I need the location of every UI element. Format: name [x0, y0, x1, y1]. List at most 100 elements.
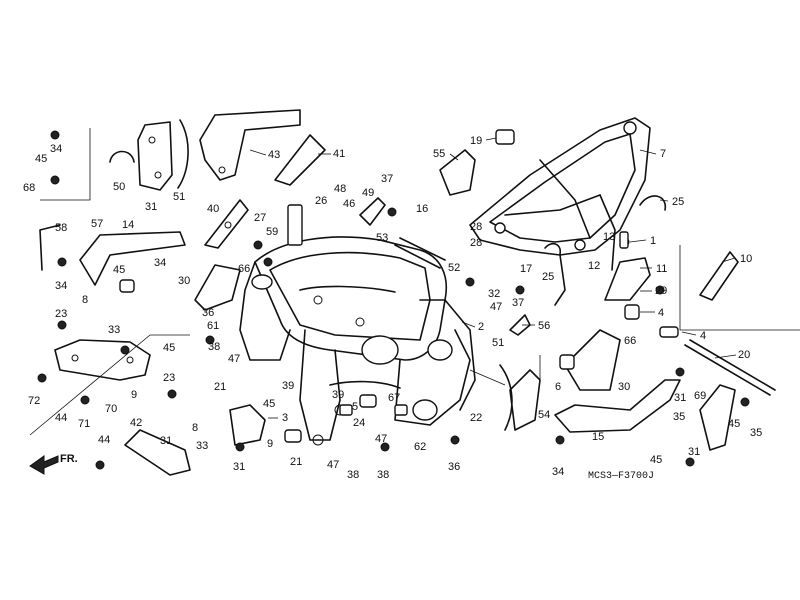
callout-71: 72	[28, 395, 40, 407]
callout-49: 50	[113, 181, 125, 193]
callout-8b: 8	[192, 422, 198, 434]
callout-38a: 39	[282, 380, 294, 392]
callout-21: 22	[470, 412, 482, 424]
callout-35b: 36	[448, 461, 460, 473]
cap-18	[495, 129, 515, 145]
callout-59: 61	[207, 320, 219, 332]
strip-50-mid	[499, 364, 513, 431]
callout-44f: 45	[728, 418, 740, 430]
callout-44b: 45	[113, 264, 125, 276]
callout-24b: 25	[542, 271, 554, 283]
callout-37c: 38	[377, 469, 389, 481]
callout-33a: 34	[50, 143, 62, 155]
callout-37a: 38	[208, 341, 220, 353]
callout-28: 29	[655, 285, 667, 297]
callout-31: 32	[488, 288, 500, 300]
callout-30a: 31	[145, 201, 157, 213]
callout-24a: 25	[672, 196, 684, 208]
front-direction-arrow: FR.	[29, 453, 78, 475]
callout-12: 12	[588, 260, 600, 272]
callout-43b: 44	[98, 434, 110, 446]
callout-45: 46	[343, 198, 355, 210]
callout-44c: 45	[163, 342, 175, 354]
callout-27b: 28	[470, 237, 482, 249]
gusset-40	[274, 134, 326, 186]
callout-30d: 31	[674, 392, 686, 404]
callout-30e: 31	[688, 446, 700, 458]
callout-9a: 9	[131, 389, 137, 401]
callout-5: 5	[352, 401, 358, 413]
callout-55: 56	[538, 320, 550, 332]
bracket-9	[54, 339, 151, 381]
callout-22a: 23	[55, 308, 67, 320]
callout-25: 26	[315, 195, 327, 207]
callout-39: 40	[207, 203, 219, 215]
callout-2: 2	[478, 321, 484, 333]
callout-51: 52	[448, 262, 460, 274]
callout-33d: 34	[552, 466, 564, 478]
callout-15: 15	[592, 431, 604, 443]
callout-1: 1	[650, 235, 656, 247]
callout-4a: 4	[658, 307, 664, 319]
bracket-9b	[229, 404, 266, 446]
callout-16: 16	[416, 203, 428, 215]
callout-19: 20	[738, 349, 750, 361]
callout-32a: 33	[108, 324, 120, 336]
bracket-68	[699, 384, 736, 451]
frame-pipe-14	[39, 224, 186, 286]
plate-54	[439, 149, 476, 196]
callout-58: 59	[266, 226, 278, 238]
callout-11: 11	[656, 263, 667, 275]
plate-49	[137, 121, 173, 191]
callout-29a: 30	[178, 275, 190, 287]
callout-66: 67	[388, 392, 400, 404]
callout-9b: 9	[267, 438, 273, 450]
callout-46b: 47	[375, 433, 387, 445]
gusset-39	[204, 199, 249, 249]
callout-34b: 35	[750, 427, 762, 439]
callout-68: 69	[694, 390, 706, 402]
direction-label: FR.	[60, 453, 78, 465]
bracket-72-ring	[109, 150, 135, 163]
callout-67: 68	[23, 182, 35, 194]
callout-7: 7	[660, 148, 666, 160]
callout-46c: 47	[327, 459, 339, 471]
callout-40: 41	[333, 148, 345, 160]
callout-20b: 21	[290, 456, 302, 468]
callout-48: 49	[362, 187, 374, 199]
plate-11	[604, 257, 651, 301]
callout-14: 14	[122, 219, 134, 231]
bracket-62-right	[564, 329, 621, 391]
callout-57: 58	[55, 222, 67, 234]
rod-19	[684, 339, 776, 396]
callout-27a: 28	[470, 221, 482, 233]
callout-42: 43	[268, 149, 280, 161]
group-lines	[29, 128, 800, 436]
callout-22b: 23	[163, 372, 175, 384]
callout-10: 10	[740, 253, 752, 265]
callout-53: 54	[538, 409, 550, 421]
callout-17: 17	[520, 263, 532, 275]
callout-44e: 45	[650, 454, 662, 466]
callout-33b: 34	[55, 280, 67, 292]
callout-62b: 66	[624, 335, 636, 347]
callout-43a: 44	[55, 412, 67, 424]
bracket-42	[199, 109, 301, 181]
callout-69: 70	[105, 403, 117, 415]
pipe-52	[394, 237, 446, 269]
callout-56: 57	[91, 218, 103, 230]
pipe-15	[554, 379, 681, 433]
callout-30b: 31	[160, 435, 172, 447]
callout-36a: 37	[381, 173, 393, 185]
callout-52: 53	[376, 232, 388, 244]
callout-46a: 47	[228, 353, 240, 365]
callout-30c: 31	[233, 461, 245, 473]
callout-13: 13	[603, 231, 615, 243]
plate-62-left	[194, 264, 241, 311]
callout-35a: 36	[202, 307, 214, 319]
callout-26: 27	[254, 212, 266, 224]
callout-50a: 51	[173, 191, 185, 203]
callout-44a: 45	[35, 153, 47, 165]
callout-37b: 38	[347, 469, 359, 481]
callout-70: 71	[78, 418, 90, 430]
